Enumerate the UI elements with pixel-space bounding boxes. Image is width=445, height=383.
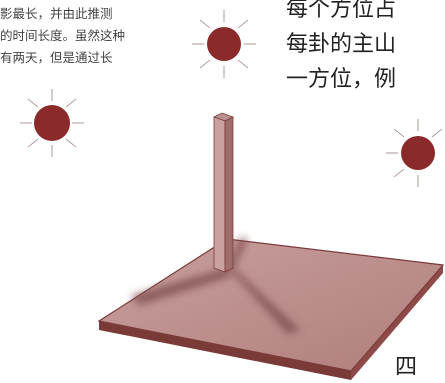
left-text-line-1: 影最长，并由此推测 (0, 6, 113, 21)
gnomon-pole (212, 112, 235, 273)
right-text-column: 每个方位占 每卦的主山 一方位，例 (286, 0, 445, 97)
left-text-line-2: 的时间长度。虽然这种 (0, 28, 126, 43)
corner-character: 四 (395, 355, 418, 380)
left-text-column: 影最长，并由此推测 的时间长度。虽然这种 有两天，但是通过长 (0, 3, 212, 69)
right-text-line-3: 一方位，例 (286, 67, 397, 92)
left-text-line-3: 有两天，但是通过长 (0, 50, 113, 65)
sun-icon-right (386, 119, 443, 187)
sun-icon-top (192, 10, 256, 78)
board (97, 238, 445, 380)
right-text-line-2: 每卦的主山 (286, 32, 397, 57)
right-text-line-1: 每个方位占 (286, 0, 397, 22)
sun-icon-left (20, 89, 84, 157)
